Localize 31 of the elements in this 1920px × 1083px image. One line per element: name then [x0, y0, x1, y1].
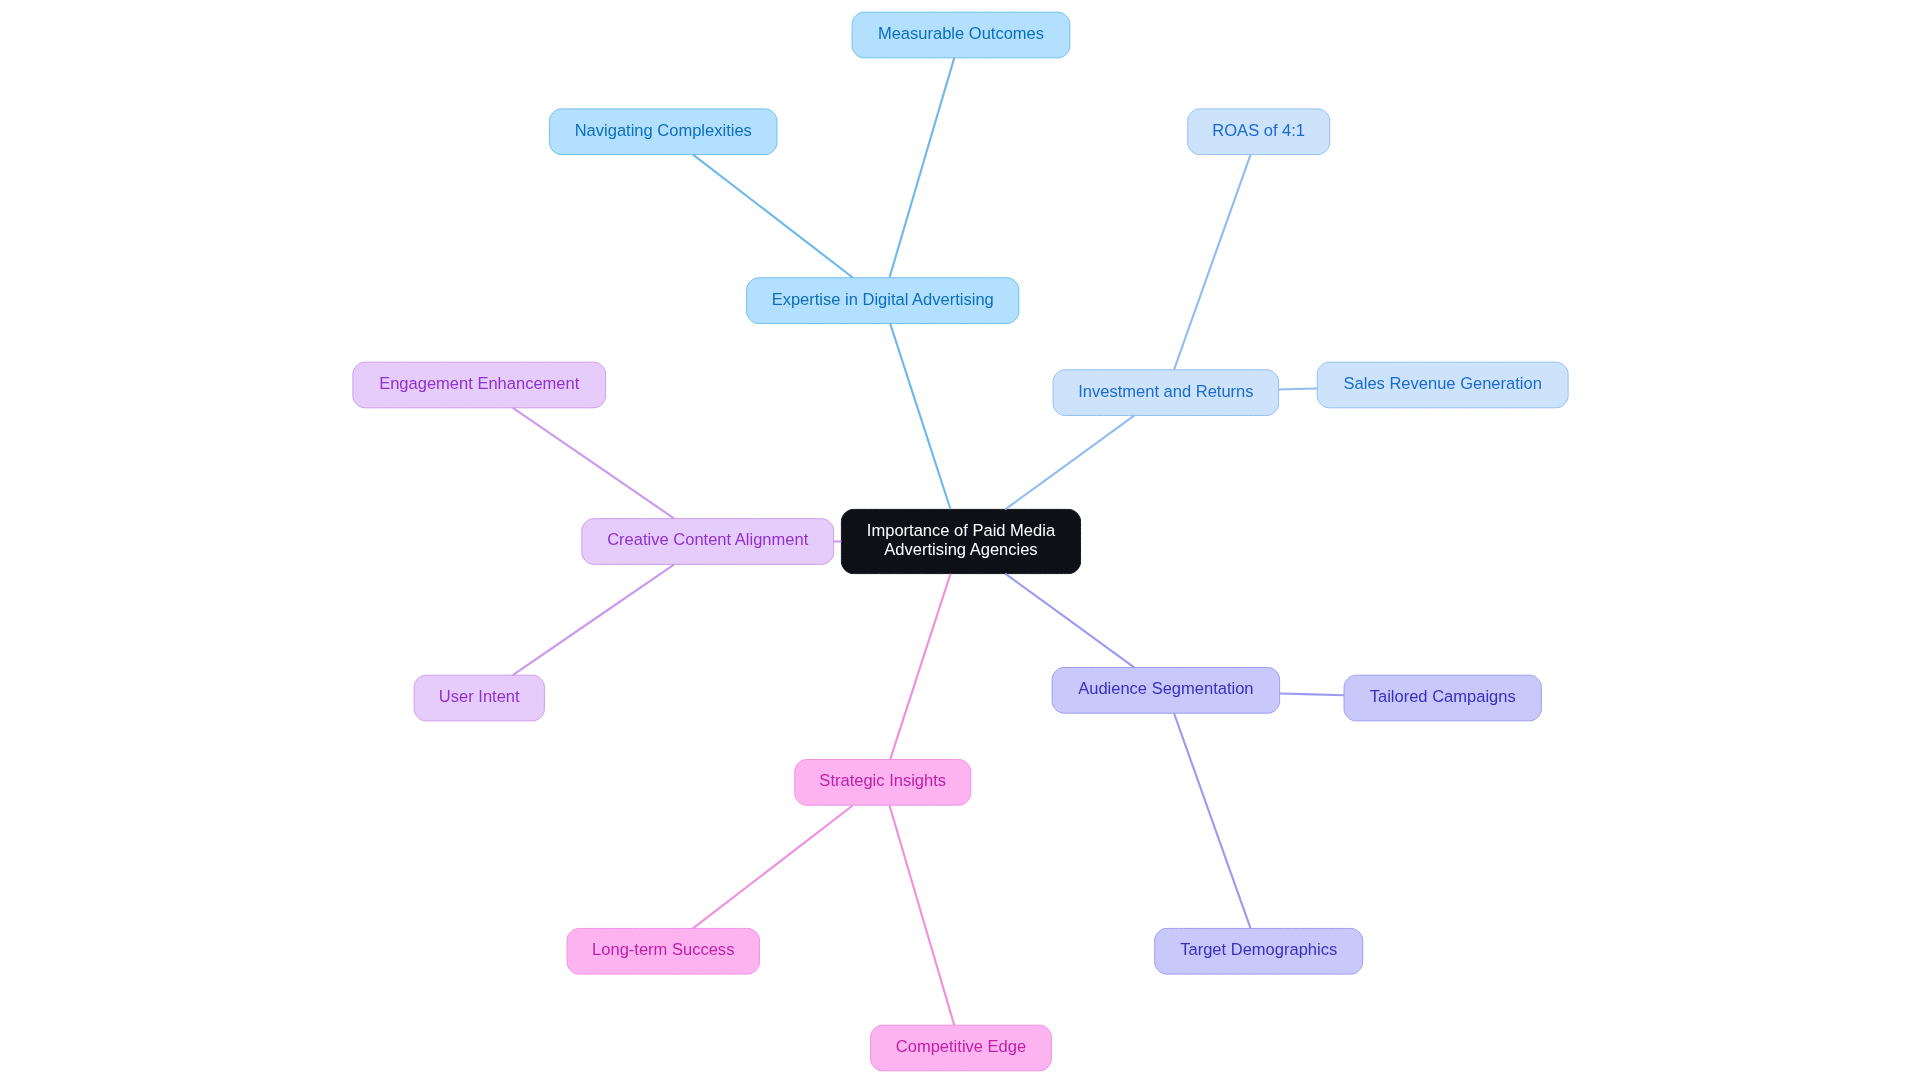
node-box: Creative Content Alignment: [580, 518, 834, 565]
node-box: Target Demographics: [1153, 927, 1363, 975]
node-box: Competitive Edge: [869, 1024, 1052, 1072]
node-box: ROAS of 4:1: [1186, 108, 1330, 156]
connector: [1004, 572, 1135, 669]
connector: [691, 153, 853, 279]
connector: [888, 805, 955, 1026]
node-box: Importance of Paid Media Advertising Agencies: [840, 508, 1081, 575]
connector: [511, 407, 675, 520]
connector: [511, 563, 675, 676]
connector: [691, 804, 853, 930]
node-box: Audience Segmentation: [1051, 667, 1280, 714]
node-box: Measurable Outcomes: [851, 11, 1070, 59]
node-box: Tailored Campaigns: [1343, 674, 1542, 722]
node-box: Sales Revenue Generation: [1316, 361, 1569, 409]
node-box: Engagement Enhancement: [351, 361, 606, 409]
connector: [1172, 713, 1251, 929]
connector: [833, 540, 841, 543]
connector: [1279, 692, 1344, 697]
connector: [1278, 387, 1317, 391]
connector: [888, 323, 952, 510]
node-box: Long-term Success: [566, 927, 760, 975]
node-box: Strategic Insights: [793, 759, 971, 806]
connector: [888, 573, 952, 760]
connector: [888, 57, 955, 278]
node-box: Expertise in Digital Advertising: [745, 277, 1019, 324]
connector: [1172, 154, 1251, 370]
node-box: Navigating Complexities: [548, 108, 777, 156]
node-box: User Intent: [413, 674, 545, 722]
connector: [1004, 414, 1135, 511]
node-box: Investment and Returns: [1052, 369, 1279, 416]
